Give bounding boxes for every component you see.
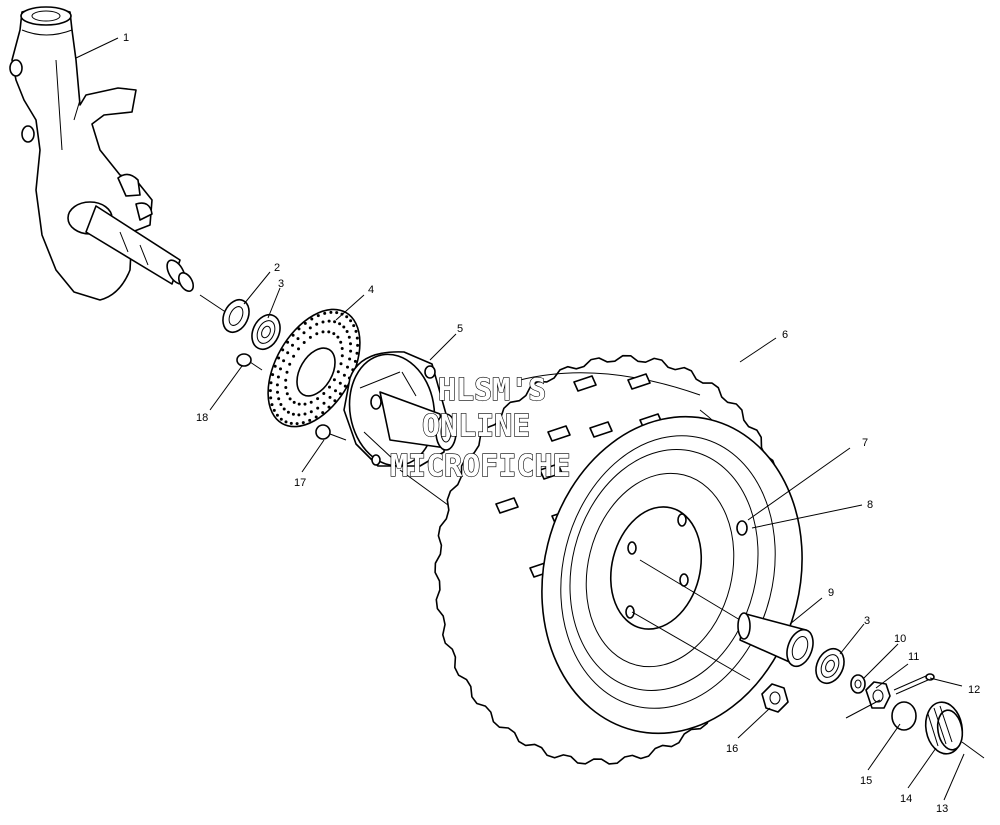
tread-block bbox=[539, 463, 563, 480]
callout-labels: 1 2 3 4 5 6 7 8 9 3 10 11 12 13 14 15 16… bbox=[123, 32, 980, 815]
callout-7: 7 bbox=[862, 437, 868, 449]
rim bbox=[541, 415, 803, 735]
callout-1: 1 bbox=[123, 32, 129, 44]
callout-17: 17 bbox=[294, 477, 306, 489]
lug-nut bbox=[761, 683, 789, 713]
callout-8: 8 bbox=[867, 499, 873, 511]
callout-10: 10 bbox=[894, 633, 906, 645]
callout-9: 9 bbox=[828, 587, 834, 599]
callout-4: 4 bbox=[368, 284, 374, 296]
tread-block bbox=[495, 497, 519, 514]
cotter-pin bbox=[893, 673, 935, 695]
callout-3-inner: 3 bbox=[278, 278, 284, 290]
watermark-line-2: ONLINE bbox=[422, 409, 530, 444]
tread-block bbox=[589, 421, 613, 438]
callout-18: 18 bbox=[196, 412, 208, 424]
brake-disc bbox=[267, 308, 361, 428]
callout-3-outer: 3 bbox=[864, 615, 870, 627]
bolt-17 bbox=[315, 424, 347, 441]
seal bbox=[222, 298, 250, 334]
o-ring bbox=[891, 701, 917, 731]
spacer bbox=[737, 612, 814, 668]
steering-knuckle bbox=[9, 6, 195, 301]
callout-11: 11 bbox=[908, 651, 919, 663]
bolt-18 bbox=[236, 353, 263, 371]
callout-5: 5 bbox=[457, 323, 463, 335]
castle-nut bbox=[865, 681, 891, 709]
callout-15: 15 bbox=[860, 775, 872, 787]
callout-12: 12 bbox=[968, 684, 980, 696]
bearing-outer bbox=[815, 647, 845, 685]
washer bbox=[850, 674, 866, 694]
callout-6: 6 bbox=[782, 329, 788, 341]
callout-2: 2 bbox=[274, 262, 280, 274]
callout-16: 16 bbox=[726, 743, 738, 755]
watermark-line-3: MICROFICHE bbox=[390, 449, 571, 484]
tread-block bbox=[627, 373, 651, 390]
hub bbox=[343, 351, 457, 467]
screw bbox=[961, 741, 985, 759]
tread-block bbox=[573, 375, 597, 392]
watermark-line-1: HLSM'S bbox=[438, 373, 546, 408]
bearing-inner bbox=[251, 313, 281, 351]
callout-13: 13 bbox=[936, 803, 948, 815]
hub-cap bbox=[924, 701, 964, 755]
valve-stem bbox=[736, 520, 748, 536]
watermark: HLSM'S ONLINE MICROFICHE bbox=[389, 372, 571, 484]
leader-lines bbox=[75, 37, 965, 801]
tread-block bbox=[547, 425, 571, 442]
callout-14: 14 bbox=[900, 793, 912, 805]
